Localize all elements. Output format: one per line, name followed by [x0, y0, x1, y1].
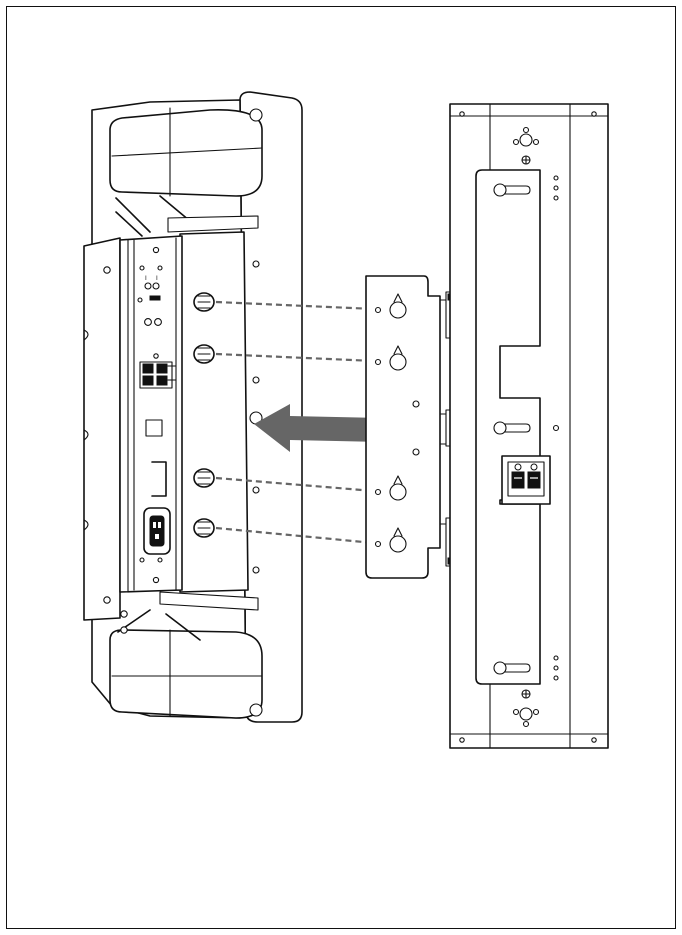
ac-inlet: [143, 507, 171, 555]
bracket-keyhole-4: [389, 527, 407, 553]
connector-panel: [119, 235, 183, 593]
bracket-keyhole-2: [389, 345, 407, 371]
bracket-keyhole-1: [389, 293, 407, 319]
upper-handle: [109, 109, 263, 197]
guide-line-2: [215, 352, 375, 363]
guide-line-3: [215, 476, 375, 493]
speaker-terminal: [501, 455, 551, 505]
slot-top: [493, 183, 531, 197]
svg-text:I: I: [156, 275, 158, 282]
thumbscrew-4: [193, 518, 215, 538]
thumbscrew-3: [193, 468, 215, 488]
thumbscrew-1: [193, 292, 215, 312]
speaker-panel: [449, 103, 609, 749]
insertion-arrow: [254, 404, 382, 452]
alignment-guides: [215, 300, 375, 545]
slot-middle: [493, 421, 531, 435]
slot-bottom: [493, 661, 531, 675]
monitor-side-rail: [239, 91, 303, 723]
mounting-bracket: [365, 275, 463, 579]
svg-text:I: I: [145, 275, 147, 282]
back-plate: [179, 231, 249, 593]
thumbscrew-2: [193, 344, 215, 364]
speaker-terminal-block: [139, 361, 177, 389]
top-keyhole-mount: [512, 126, 540, 165]
bracket-keyhole-3: [389, 475, 407, 501]
guide-line-4: [215, 526, 375, 545]
lower-handle: [109, 629, 263, 719]
monitor-rear-panel: I I: [83, 91, 303, 723]
left-side-frame: [83, 237, 121, 621]
figure-frame: [6, 6, 676, 929]
guide-line-1: [215, 300, 375, 311]
bottom-keyhole-mount: [512, 689, 540, 728]
